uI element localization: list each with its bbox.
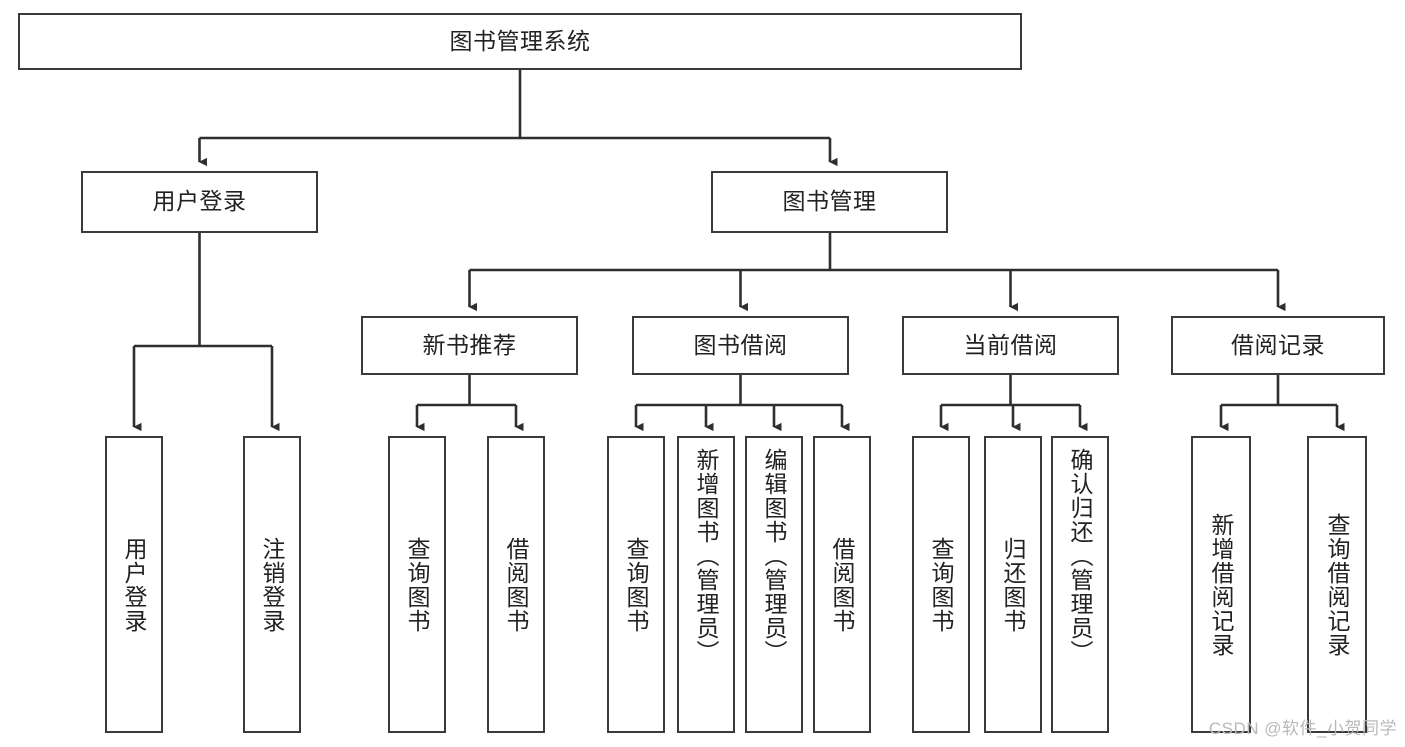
node-leaf-return-book-label: 归还图书	[1000, 536, 1027, 633]
node-new-book-recommend-label: 新书推荐	[422, 331, 517, 358]
node-leaf-user-login-label: 用户登录	[121, 536, 148, 633]
node-leaf-add-book-admin[interactable]: 新增图书（管理员）	[677, 436, 735, 733]
node-book-borrow[interactable]: 图书借阅	[632, 316, 849, 375]
node-leaf-edit-book-admin[interactable]: 编辑图书（管理员）	[745, 436, 803, 733]
node-new-book-recommend[interactable]: 新书推荐	[361, 316, 578, 375]
node-leaf-return-book[interactable]: 归还图书	[984, 436, 1042, 733]
node-leaf-query-borrow-record-label: 查询借阅记录	[1324, 512, 1351, 657]
node-leaf-borrow-book[interactable]: 借阅图书	[813, 436, 871, 733]
node-leaf-add-book-admin-label: 新增图书（管理员）	[693, 448, 720, 664]
node-current-borrow-label: 当前借阅	[963, 331, 1058, 358]
node-book-manage-label: 图书管理	[782, 188, 877, 215]
node-leaf-borrow-book-label: 借阅图书	[829, 536, 856, 633]
node-leaf-query-borrow-record[interactable]: 查询借阅记录	[1307, 436, 1367, 733]
node-leaf-user-login[interactable]: 用户登录	[105, 436, 163, 733]
node-current-borrow[interactable]: 当前借阅	[902, 316, 1119, 375]
node-root[interactable]: 图书管理系统	[18, 13, 1022, 70]
node-user-login-label: 用户登录	[152, 188, 247, 215]
node-book-manage[interactable]: 图书管理	[711, 171, 948, 233]
node-borrow-record[interactable]: 借阅记录	[1171, 316, 1385, 375]
csdn-watermark: CSDN @软件_小贺同学	[1208, 719, 1397, 738]
node-leaf-query-book[interactable]: 查询图书	[607, 436, 665, 733]
node-book-borrow-label: 图书借阅	[693, 331, 788, 358]
node-leaf-confirm-return-admin-label: 确认归还（管理员）	[1067, 448, 1094, 664]
node-user-login[interactable]: 用户登录	[81, 171, 318, 233]
node-root-label: 图书管理系统	[449, 27, 591, 54]
node-borrow-record-label: 借阅记录	[1231, 331, 1325, 358]
node-leaf-query-book-current[interactable]: 查询图书	[912, 436, 970, 733]
node-leaf-borrow-book-recommend[interactable]: 借阅图书	[487, 436, 545, 733]
node-leaf-add-borrow-record-label: 新增借阅记录	[1208, 512, 1235, 657]
node-leaf-user-logout[interactable]: 注销登录	[243, 436, 301, 733]
node-leaf-add-borrow-record[interactable]: 新增借阅记录	[1191, 436, 1251, 733]
node-leaf-user-logout-label: 注销登录	[259, 536, 286, 633]
node-leaf-query-book-label: 查询图书	[623, 536, 650, 633]
node-leaf-query-book-recommend-label: 查询图书	[404, 536, 431, 633]
node-leaf-edit-book-admin-label: 编辑图书（管理员）	[761, 448, 788, 664]
node-leaf-query-book-current-label: 查询图书	[928, 536, 955, 633]
node-leaf-confirm-return-admin[interactable]: 确认归还（管理员）	[1051, 436, 1109, 733]
node-leaf-query-book-recommend[interactable]: 查询图书	[388, 436, 446, 733]
node-leaf-borrow-book-recommend-label: 借阅图书	[503, 536, 530, 633]
